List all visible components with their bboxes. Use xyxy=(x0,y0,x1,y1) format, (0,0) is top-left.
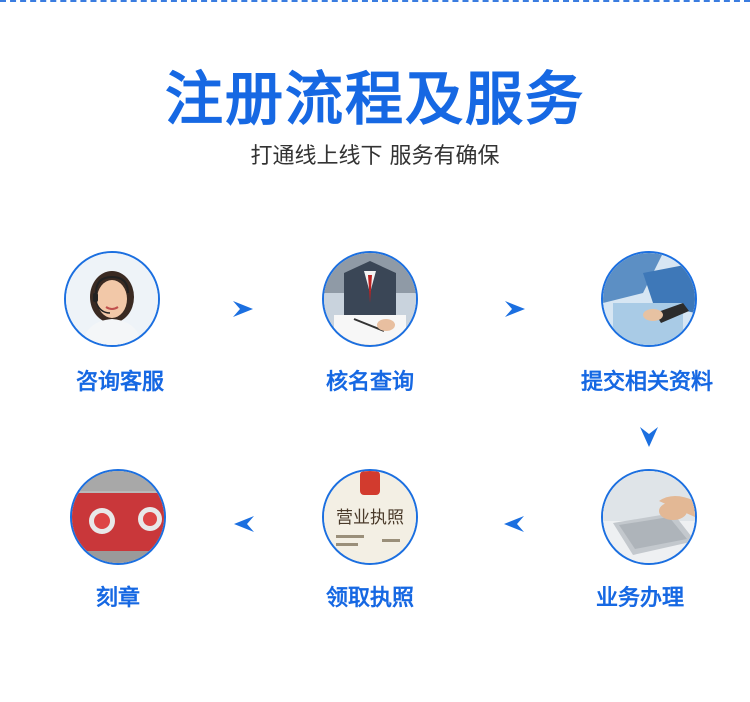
seal-carving-image xyxy=(70,469,166,565)
license-text: 营业执照 xyxy=(336,508,404,528)
customer-service-image xyxy=(64,251,160,347)
step-label-name-check: 核名查询 xyxy=(325,370,414,395)
step-label-business-processing: 业务办理 xyxy=(595,586,684,611)
license-collection-image: 营业执照 xyxy=(322,469,418,565)
chevron-down-icon xyxy=(638,425,660,453)
business-processing-image xyxy=(601,469,697,565)
chevron-left-icon xyxy=(502,514,526,538)
page-subtitle: 打通线上线下 服务有确保 xyxy=(250,144,500,169)
page-title: 注册流程及服务 xyxy=(164,65,585,133)
chevron-right-icon xyxy=(503,299,527,323)
step-label-consult: 咨询客服 xyxy=(75,370,164,395)
top-divider xyxy=(0,0,750,2)
step-label-submit-documents: 提交相关资料 xyxy=(580,370,713,395)
chevron-left-icon xyxy=(232,514,256,538)
name-check-image xyxy=(322,251,418,347)
step-label-collect-license: 领取执照 xyxy=(325,586,414,611)
submit-documents-image xyxy=(601,251,697,347)
chevron-right-icon xyxy=(231,299,255,323)
step-label-seal-carving: 刻章 xyxy=(95,586,140,611)
